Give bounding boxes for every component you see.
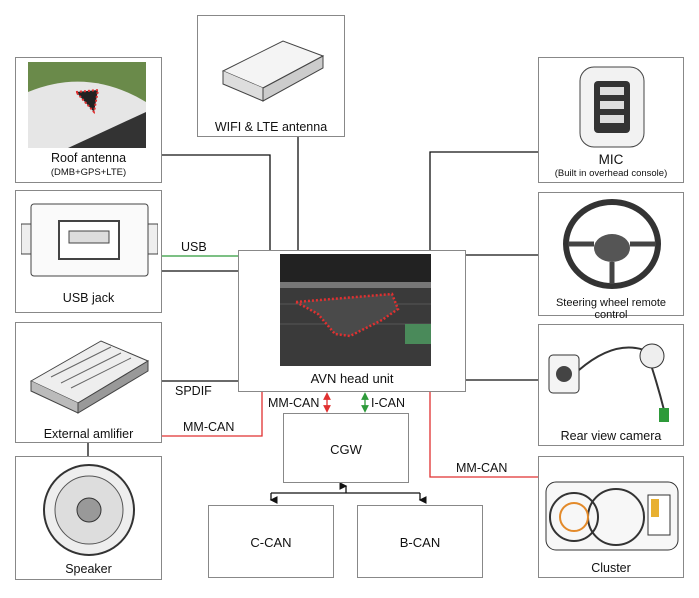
rear-view-camera-label: Rear view camera bbox=[560, 429, 662, 443]
cluster-label: Cluster bbox=[591, 561, 631, 575]
steering-wheel-label: Steering wheel remote control bbox=[555, 297, 667, 321]
external-amplifier-box: External amlifier bbox=[15, 322, 162, 443]
line-roof-antenna bbox=[162, 154, 271, 250]
i-can-label: I-CAN bbox=[371, 396, 406, 410]
b-can-box: B-CAN bbox=[357, 505, 483, 578]
usb-jack-label: USB jack bbox=[62, 291, 115, 305]
mic-sublabel: (Built in overhead console) bbox=[554, 168, 668, 179]
wifi-lte-antenna-box: WIFI & LTE antenna bbox=[197, 15, 345, 137]
roof-antenna-sublabel: (DMB+GPS+LTE) bbox=[50, 167, 127, 178]
line-mic bbox=[429, 151, 538, 250]
steering-wheel-box: Steering wheel remote control bbox=[538, 192, 684, 321]
c-can-label: C-CAN bbox=[250, 535, 292, 550]
mm-can-amp-label: MM-CAN bbox=[183, 420, 235, 434]
mm-can-cgw-label: MM-CAN bbox=[268, 396, 320, 410]
amplifier-image bbox=[29, 340, 150, 414]
roof-antenna-label: Roof antenna bbox=[50, 151, 127, 165]
spdif-label: SPDIF bbox=[175, 384, 212, 398]
speaker-label: Speaker bbox=[65, 562, 112, 576]
cgw-box: CGW bbox=[283, 413, 409, 483]
avn-head-unit-label: AVN head unit bbox=[310, 371, 394, 386]
mic-box: MIC (Built in overhead console) bbox=[538, 57, 684, 183]
line-mm-can-cluster bbox=[429, 392, 538, 478]
cgw-label: CGW bbox=[330, 442, 362, 457]
usb-jack-box: USB jack bbox=[15, 190, 162, 313]
wifi-lte-antenna-image bbox=[221, 40, 325, 102]
roof-antenna-image bbox=[28, 62, 146, 148]
steering-wheel-image bbox=[563, 199, 661, 289]
usb-jack-image bbox=[21, 203, 158, 277]
roof-antenna-box: Roof antenna (DMB+GPS+LTE) bbox=[15, 57, 162, 183]
mm-can-cluster-label: MM-CAN bbox=[456, 461, 508, 475]
b-can-label: B-CAN bbox=[399, 535, 441, 550]
usb-label: USB bbox=[181, 240, 207, 254]
mic-image bbox=[579, 66, 645, 148]
avn-head-unit-image bbox=[280, 254, 431, 366]
speaker-box: Speaker bbox=[15, 456, 162, 580]
avn-head-unit-box: AVN head unit bbox=[238, 250, 466, 392]
line-mm-can-amp bbox=[162, 392, 263, 437]
rear-view-camera-box: Rear view camera bbox=[538, 324, 684, 446]
external-amplifier-label: External amlifier bbox=[43, 427, 134, 441]
mic-label: MIC bbox=[598, 152, 624, 167]
rear-camera-image bbox=[548, 343, 669, 422]
cluster-image bbox=[545, 481, 679, 551]
c-can-box: C-CAN bbox=[208, 505, 334, 578]
speaker-image bbox=[43, 464, 135, 556]
cluster-box: Cluster bbox=[538, 456, 684, 578]
wifi-lte-antenna-label: WIFI & LTE antenna bbox=[214, 120, 328, 134]
